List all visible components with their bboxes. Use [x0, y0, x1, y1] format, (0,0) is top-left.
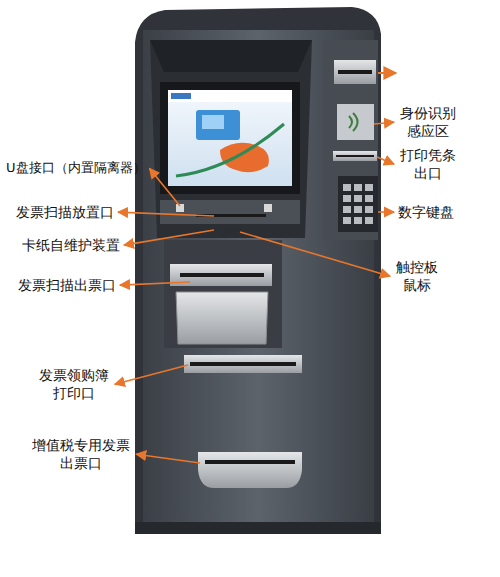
callout-label: 打印凭条出口: [398, 146, 458, 182]
leader-line: [240, 232, 390, 276]
scanner-outlet-gap: [180, 273, 264, 277]
invoice-tray-gap: [205, 460, 295, 464]
base: [135, 522, 381, 534]
button: [264, 204, 272, 212]
callout-label: 触控板鼠标: [394, 258, 440, 294]
booklet-slot-gap: [190, 362, 296, 366]
screen-arrow: [176, 124, 284, 176]
callout-label: 发票领购簿打印口: [38, 366, 111, 402]
screen-card-inner: [202, 115, 224, 129]
leader-line: [115, 365, 188, 384]
control-strip: [160, 200, 300, 224]
callout-label: 增值税专用发票出票口: [30, 436, 132, 472]
screen: [168, 90, 292, 186]
leader-line: [374, 122, 394, 124]
screen-recess: [150, 40, 312, 238]
top-slot-arrow: [378, 72, 396, 74]
screen-bezel: [160, 82, 300, 194]
side-recess: [323, 40, 378, 240]
top-slot: [338, 70, 372, 74]
leader-line: [378, 211, 394, 213]
callout-label: 发票扫描出票口: [18, 276, 116, 294]
screen-card: [196, 110, 240, 140]
callout-label: 数字键盘: [398, 203, 454, 221]
front-panel: [143, 30, 374, 527]
screen-logo: [171, 93, 191, 99]
leader-line: [150, 168, 180, 206]
top-slot-plate: [334, 60, 376, 84]
booklet-slot: [184, 355, 302, 373]
callout-label: U盘接口（内置隔离器）: [6, 160, 146, 177]
callout-label: 身份识别感应区: [398, 104, 458, 140]
receipt-slot: [333, 151, 377, 161]
keypad-frame: [338, 176, 378, 232]
leader-line: [118, 212, 214, 216]
scanner-recess: [164, 240, 282, 348]
keypad-keys: [343, 184, 373, 224]
receipt-slot-gap: [336, 155, 374, 157]
callout-label: 发票扫描放置口: [16, 203, 114, 221]
leader-line: [124, 230, 214, 245]
callout-label: 卡纸自维护装置: [22, 236, 120, 254]
id-reader: [337, 104, 374, 140]
leader-line: [377, 157, 394, 164]
scanner-tray: [176, 292, 268, 344]
id-reader-icon: [349, 113, 358, 131]
leader-line: [120, 282, 190, 285]
touchpad: [224, 226, 242, 234]
screen-map: [220, 143, 269, 172]
screen-header: [168, 90, 292, 102]
kiosk-body: [135, 7, 381, 532]
screen-hood: [150, 40, 312, 72]
leader-line: [136, 454, 200, 463]
invoice-tray: [198, 452, 302, 488]
